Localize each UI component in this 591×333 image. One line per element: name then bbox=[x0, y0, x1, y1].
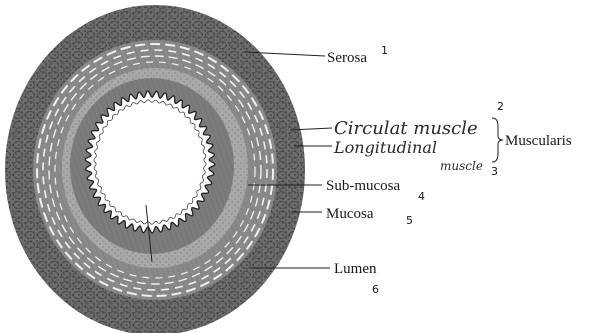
longitudinal-muscle-number: 3 bbox=[491, 165, 498, 178]
serosa-label: Serosa bbox=[327, 50, 367, 66]
mucosa-label: Mucosa bbox=[326, 206, 374, 222]
serosa-number: 1 bbox=[381, 44, 388, 57]
lumen-label: Lumen bbox=[334, 261, 377, 277]
circular-muscle-label: Circulat muscle bbox=[334, 118, 478, 139]
submucosa-label: Sub-mucosa bbox=[326, 178, 401, 194]
longitudinal-muscle-label: Longitudinal bbox=[333, 138, 437, 157]
lumen-number: 6 bbox=[372, 283, 379, 296]
longitudinal-muscle-label-2: muscle bbox=[440, 159, 483, 173]
circular-muscle-number: 2 bbox=[497, 100, 504, 113]
muscularis-bracket bbox=[492, 118, 503, 162]
submucosa-number: 4 bbox=[418, 190, 425, 203]
muscularis-label: Muscularis bbox=[505, 133, 572, 149]
mucosa-number: 5 bbox=[406, 214, 413, 227]
